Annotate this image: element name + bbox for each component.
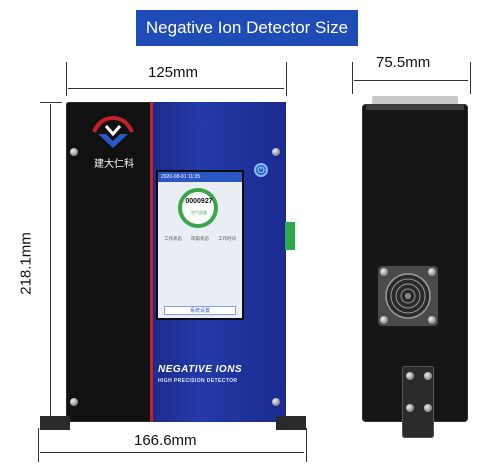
dimension-line-bottom <box>40 452 304 453</box>
mount-bracket-right <box>276 416 306 430</box>
depth-label: 75.5mm <box>376 54 431 71</box>
dimension-tick-left <box>66 62 67 96</box>
dimension-tick-side-right <box>470 62 471 94</box>
screw-icon <box>272 398 280 406</box>
device-label-subtitle: HIGH PRECISION DETECTOR <box>158 378 238 384</box>
device-label-title: NEGATIVE IONS <box>158 364 243 375</box>
device-red-stripe <box>150 102 153 422</box>
brand-name: 建大仁科 <box>94 159 134 170</box>
screw-icon <box>380 316 388 324</box>
screw-icon <box>428 268 436 276</box>
screen-level: 空气质量 <box>191 210 207 215</box>
power-icon: ⏻ <box>257 165 265 175</box>
brand-logo-icon <box>92 115 134 148</box>
device-screen <box>156 170 244 320</box>
screen-stat-time: 工作时间 <box>218 236 236 241</box>
screw-icon <box>380 268 388 276</box>
dimension-tick-right <box>286 62 287 96</box>
height-label: 218.1mm <box>17 232 35 295</box>
dimension-tick-br <box>306 428 307 462</box>
dimension-line-left <box>50 104 51 420</box>
page-title: Negative Ion Detector Size <box>136 10 358 46</box>
dimension-line-top <box>68 88 284 89</box>
mount-bracket-left <box>40 416 70 430</box>
side-top-edge <box>366 104 464 110</box>
screw-icon <box>272 148 280 156</box>
bottom-width-label: 166.6mm <box>134 432 197 449</box>
power-button[interactable] <box>254 163 268 177</box>
screw-icon <box>428 316 436 324</box>
dimension-line-side <box>354 80 468 81</box>
screw-icon <box>406 372 414 380</box>
green-connector <box>285 222 295 250</box>
screen-gauge <box>178 188 218 228</box>
screen-stat-fan: 风扇状态 <box>191 236 209 241</box>
dimension-tick-top <box>40 102 62 103</box>
dimension-tick-bl <box>38 428 39 462</box>
screw-icon <box>424 404 432 412</box>
screw-icon <box>70 148 78 156</box>
screen-datetime: 2020-08-01 11:35 <box>158 172 242 182</box>
screw-icon <box>406 404 414 412</box>
screen-ion-count: 0000927 <box>185 198 213 205</box>
fan-icon <box>385 273 431 319</box>
screen-stat-work: 工作状态 <box>164 236 182 241</box>
screen-settings-button[interactable]: 系统设置 <box>164 306 236 315</box>
dimension-tick-side-left <box>352 62 353 94</box>
screw-icon <box>424 372 432 380</box>
width-label: 125mm <box>148 64 199 81</box>
screw-icon <box>70 398 78 406</box>
